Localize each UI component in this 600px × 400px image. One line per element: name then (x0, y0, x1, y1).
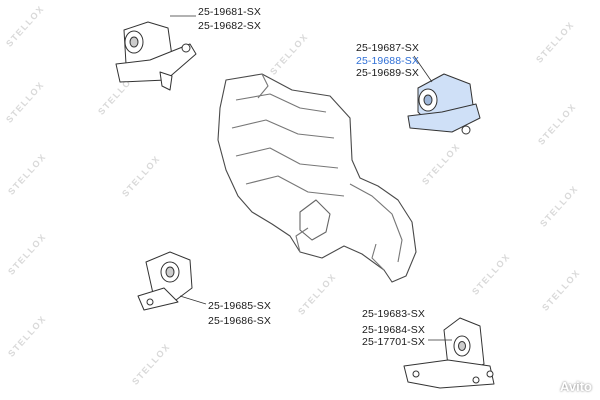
engine-mount-top-right (407, 55, 481, 135)
avito-dots-icon (537, 379, 555, 393)
part-number-label: 25-17701-SX (362, 336, 425, 348)
part-number-label: 25-19682-SX (198, 20, 261, 32)
corner-logo: Avito (537, 378, 592, 394)
part-number-label-highlighted: 25-19688-SX (356, 55, 419, 67)
part-number-label: 25-19681-SX (198, 6, 261, 18)
part-number-label: 25-19685-SX (208, 300, 271, 312)
engine-mount-bottom-right (403, 317, 495, 389)
engine-mount-mid-left (137, 251, 207, 311)
part-number-label: 25-19686-SX (208, 315, 271, 327)
part-number-label: 25-19684-SX (362, 324, 425, 336)
part-number-label: 25-19689-SX (356, 67, 419, 79)
corner-logo-text: Avito (559, 378, 592, 394)
part-number-label: 25-19683-SX (362, 308, 425, 320)
part-number-label: 25-19687-SX (356, 42, 419, 54)
engine-mount-top-left (115, 15, 197, 91)
engine-gearbox-illustration (217, 73, 417, 283)
